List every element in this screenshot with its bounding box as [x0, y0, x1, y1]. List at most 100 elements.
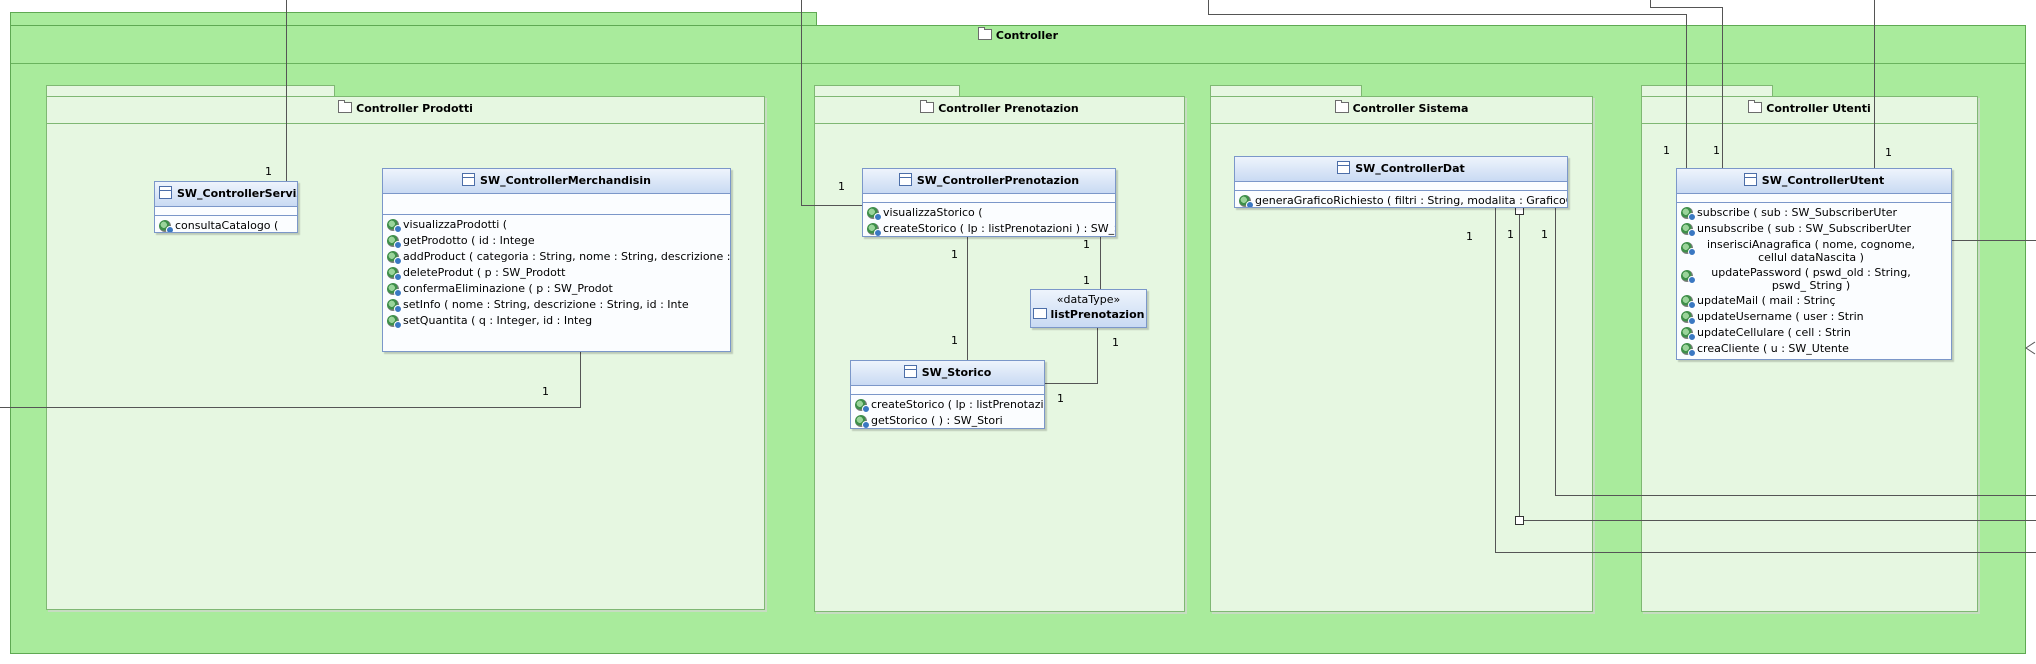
package-tab-sistema[interactable]: [1210, 85, 1362, 97]
operation-icon: [387, 315, 402, 329]
class-name: SW_ControllerServizi: [177, 187, 297, 200]
connector-line: [1045, 383, 1098, 384]
controller-package-title: Controller: [995, 29, 1059, 42]
operation-icon: [1681, 311, 1696, 325]
connector-line: [1519, 520, 2036, 521]
operation-item[interactable]: unsubscribe ( sub : SW_SubscriberUter: [1677, 221, 1951, 237]
multiplicity-label: 1: [838, 180, 845, 193]
operation-icon: [1681, 242, 1696, 256]
operations-compartment: subscribe ( sub : SW_SubscriberUter unsu…: [1677, 203, 1951, 357]
package-tab-prodotti[interactable]: [46, 85, 335, 97]
operations-compartment: consultaCatalogo (: [155, 216, 297, 232]
operation-item[interactable]: generaGraficoRichiesto ( filtri : String…: [1235, 193, 1567, 207]
connector-line: [1686, 14, 1687, 168]
operation-icon: [387, 283, 402, 297]
attribute-compartment: [1677, 194, 1951, 202]
class-name: SW_Storico: [921, 366, 992, 379]
multiplicity-label: 1: [1057, 392, 1064, 405]
datatype-listprenotazioni[interactable]: «dataType» listPrenotazion: [1030, 289, 1147, 328]
class-sw-controllerservizi[interactable]: SW_ControllerServizi consultaCatalogo (: [154, 181, 298, 233]
package-tab-prenotazioni[interactable]: [814, 85, 960, 97]
operation-item[interactable]: updatePassword ( pswd_old : String, pswd…: [1677, 265, 1951, 293]
folder-icon: [1334, 100, 1349, 113]
folder-icon: [1748, 100, 1763, 113]
multiplicity-label: 1: [1083, 238, 1090, 251]
package-title: Controller Prodotti: [356, 102, 473, 115]
operation-item[interactable]: creaCliente ( u : SW_Utente: [1677, 341, 1951, 357]
operation-item[interactable]: createStorico ( lp : listPrenotazio: [851, 397, 1044, 413]
operation-icon: [1681, 270, 1696, 284]
connector-line: [1495, 206, 1496, 553]
controller-package-tab[interactable]: [10, 12, 817, 26]
connector-line: [1208, 0, 1209, 15]
package-title: Controller Prenotazion: [938, 102, 1079, 115]
operation-item[interactable]: getProdotto ( id : Intege: [383, 233, 730, 249]
operation-item[interactable]: subscribe ( sub : SW_SubscriberUter: [1677, 205, 1951, 221]
operation-item[interactable]: confermaEliminazione ( p : SW_Prodot: [383, 281, 730, 297]
connector-line: [0, 407, 581, 408]
connector-line: [1555, 495, 2036, 496]
operation-item[interactable]: getStorico ( ) : SW_Stori: [851, 413, 1044, 428]
operation-item[interactable]: updateUsername ( user : Strin: [1677, 309, 1951, 325]
operation-item[interactable]: visualizzaProdotti (: [383, 217, 730, 233]
operation-item[interactable]: deleteProdut ( p : SW_Prodott: [383, 265, 730, 281]
attribute-compartment: [851, 386, 1044, 394]
class-header: SW_ControllerUtent: [1677, 169, 1951, 194]
attribute-compartment: [863, 194, 1115, 202]
multiplicity-label: 1: [951, 334, 958, 347]
connector-line: [1650, 0, 1651, 8]
class-header: SW_ControllerDat: [1235, 157, 1567, 182]
class-name: SW_ControllerUtent: [1761, 174, 1885, 187]
multiplicity-label: 1: [1112, 336, 1119, 349]
connector-line: [1208, 14, 1686, 15]
connector-line: [967, 236, 968, 361]
class-sw-controllerutenti[interactable]: SW_ControllerUtent subscribe ( sub : SW_…: [1676, 168, 1952, 360]
operation-item[interactable]: inserisciAnagrafica ( nome, cognome, cel…: [1677, 237, 1951, 265]
connector-line: [1100, 236, 1101, 289]
arrow-head-icon: [2025, 341, 2036, 355]
class-header: SW_ControllerPrenotazion: [863, 169, 1115, 194]
operation-icon: [387, 235, 402, 249]
package-tab-utenti[interactable]: [1641, 85, 1773, 97]
operation-item[interactable]: updateCellulare ( cell : Strin: [1677, 325, 1951, 341]
operations-compartment: createStorico ( lp : listPrenotazio getS…: [851, 395, 1044, 428]
multiplicity-label: 1: [1083, 274, 1090, 287]
operation-item[interactable]: updateMail ( mail : Strinç: [1677, 293, 1951, 309]
package-header: Controller Prenotazion: [815, 97, 1184, 124]
class-header: SW_ControllerMerchandisin: [383, 169, 730, 194]
class-name: SW_ControllerPrenotazion: [916, 174, 1080, 187]
connector-line: [1097, 328, 1098, 384]
operation-item[interactable]: setQuantita ( q : Integer, id : Integ: [383, 313, 730, 329]
class-header: SW_Storico: [851, 361, 1044, 386]
operation-item[interactable]: createStorico ( lp : listPrenotazioni ) …: [863, 221, 1115, 236]
multiplicity-label: 1: [1466, 230, 1473, 243]
operation-icon: [855, 399, 870, 413]
class-sw-controllerprenotazioni[interactable]: SW_ControllerPrenotazion visualizzaStori…: [862, 168, 1116, 237]
operation-item[interactable]: addProduct ( categoria : String, nome : …: [383, 249, 730, 265]
package-title: Controller Sistema: [1352, 102, 1469, 115]
multiplicity-label: 1: [542, 385, 549, 398]
class-sw-controllermerchandising[interactable]: SW_ControllerMerchandisin visualizzaProd…: [382, 168, 731, 352]
folder-icon: [920, 100, 935, 113]
class-sw-controllerdati[interactable]: SW_ControllerDat generaGraficoRichiesto …: [1234, 156, 1568, 208]
class-icon: [159, 186, 172, 199]
operations-compartment: generaGraficoRichiesto ( filtri : String…: [1235, 191, 1567, 207]
class-name: SW_ControllerMerchandisin: [480, 174, 651, 187]
datatype-name: listPrenotazion: [1050, 308, 1145, 321]
multiplicity-label: 1: [1507, 228, 1514, 241]
multiplicity-label: 1: [1713, 144, 1720, 157]
connector-line: [1519, 211, 1520, 521]
operation-icon: [387, 267, 402, 281]
class-icon: [903, 365, 917, 378]
operation-icon: [1239, 195, 1254, 207]
class-sw-storico[interactable]: SW_Storico createStorico ( lp : listPren…: [850, 360, 1045, 429]
operation-icon: [387, 299, 402, 313]
connector-line: [286, 0, 287, 182]
operation-item[interactable]: visualizzaStorico (: [863, 205, 1115, 221]
operation-item[interactable]: setInfo ( nome : String, descrizione : S…: [383, 297, 730, 313]
connector-line: [1874, 0, 1875, 168]
multiplicity-label: 1: [951, 248, 958, 261]
multiplicity-label: 1: [1541, 228, 1548, 241]
folder-icon: [338, 100, 353, 113]
operation-item[interactable]: consultaCatalogo (: [155, 218, 297, 232]
